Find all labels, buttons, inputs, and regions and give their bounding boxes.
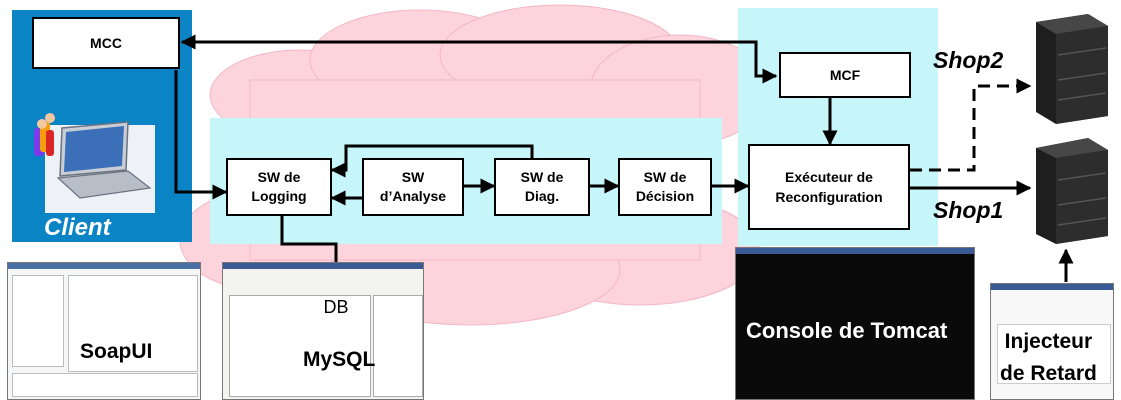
executeur-box: Exécuteur de Reconfiguration (748, 144, 910, 230)
server-shop2-icon (1036, 14, 1108, 124)
laptop-icon (34, 113, 155, 213)
soapui-screenshot (7, 262, 201, 400)
decision-box: SW de Décision (618, 158, 712, 216)
injecteur-screenshot (990, 283, 1114, 400)
logging-label: SW de Logging (251, 169, 307, 204)
shop1-label: Shop1 (933, 197, 1004, 223)
mysql-screenshot (222, 262, 424, 400)
tomcat-console-screenshot (735, 247, 975, 400)
arrow-executeur-to-shop2 (910, 78, 1032, 172)
arrow-mcc-to-logging (174, 70, 228, 200)
connector-logging-to-db (280, 216, 338, 265)
executeur-label: Exécuteur de Reconfiguration (775, 168, 883, 205)
analyse-box: SW d’Analyse (362, 158, 464, 216)
logging-box: SW de Logging (226, 158, 332, 216)
arrow-mcf-to-mcc (180, 34, 778, 84)
decision-label: SW de Décision (635, 169, 695, 204)
mysql-label: MySQL (303, 348, 376, 371)
db-label-box: DB (306, 292, 366, 322)
injecteur-label: Injecteur de Retard (1000, 330, 1097, 385)
mcf-label: MCF (829, 67, 861, 83)
tomcat-label: Console de Tomcat (746, 318, 948, 343)
soapui-label: SoapUI (76, 340, 157, 364)
server-shop1-icon (1036, 138, 1108, 244)
mcf-box: MCF (779, 52, 911, 98)
db-label: DB (323, 296, 349, 317)
analyse-label: SW d’Analyse (379, 169, 447, 204)
mcc-label: MCC (90, 35, 122, 51)
mcc-box: MCC (32, 17, 180, 69)
diag-box: SW de Diag. (494, 158, 590, 216)
client-label: Client (44, 214, 111, 241)
arrow-diag-to-logging (330, 144, 534, 178)
shop2-label: Shop2 (933, 47, 1004, 73)
diag-label: SW de Diag. (520, 169, 564, 204)
